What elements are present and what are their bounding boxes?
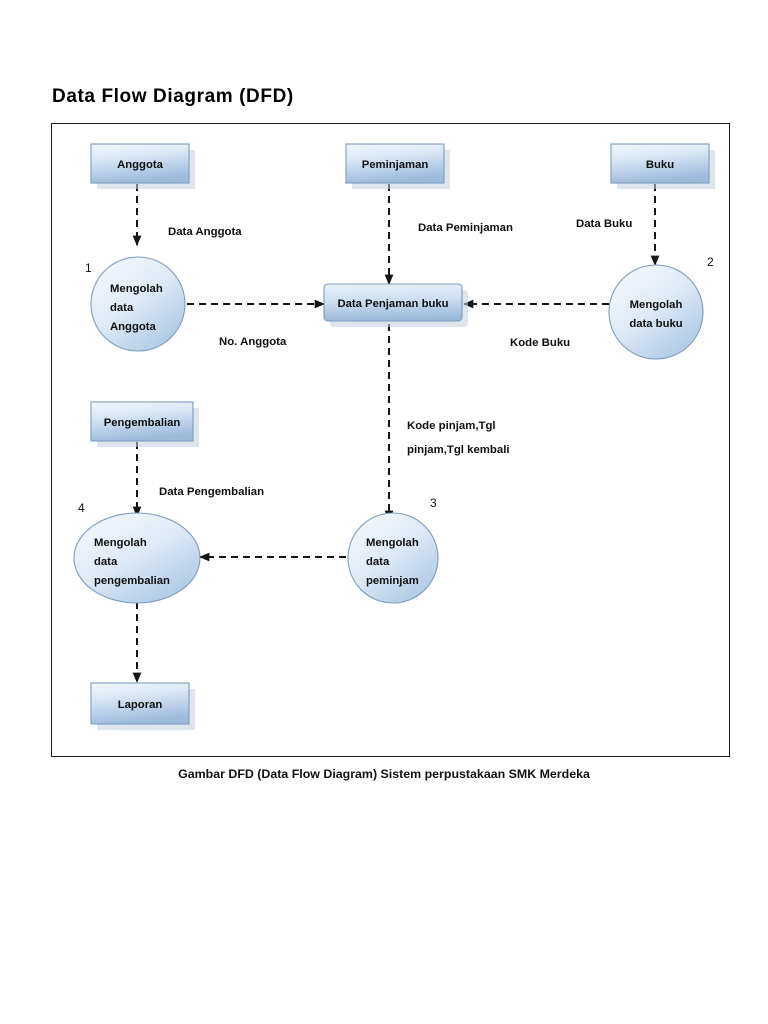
datastore-label: Data Penjaman buku [337,298,448,310]
flow-label-kode-buku: Kode Buku [510,337,570,349]
process-1-line-3: Anggota [110,321,157,333]
entity-pengembalian-label: Pengembalian [104,417,181,429]
diagram-frame: Anggota Peminjaman Buku Pengembalian [51,123,730,757]
process-2-line-2: data buku [629,318,682,330]
process-3-circle [347,512,439,604]
process-3-line-1: Mengolah [366,537,419,549]
datastore-box [323,283,463,322]
process-4-number: 4 [78,501,85,515]
figure-caption: Gambar DFD (Data Flow Diagram) Sistem pe… [178,767,590,781]
entity-pengembalian-box [90,401,194,442]
process-4-line-3: pengembalian [94,575,170,587]
flow-labels-group: Data Anggota Data Peminjaman Data Buku N… [159,218,632,498]
entity-laporan-label: Laporan [118,699,163,711]
process-1-line-2: data [110,302,134,314]
flow-label-data-peminjaman: Data Peminjaman [418,222,513,234]
entity-buku-label: Buku [646,159,674,171]
flow-label-kode-pinjam-line-1: Kode pinjam,Tgl [407,420,496,432]
dfd-diagram-canvas: Anggota Peminjaman Buku Pengembalian [73,143,715,730]
entity-anggota-box [90,143,190,184]
entity-anggota[interactable]: Anggota [90,143,195,189]
entity-buku[interactable]: Buku [610,143,715,189]
entity-laporan[interactable]: Laporan [90,682,195,730]
process-4[interactable]: 4 Mengolah data pengembalian [73,501,201,604]
process-2[interactable]: 2 Mengolah data buku [608,255,714,360]
process-3-line-2: data [366,556,390,568]
process-4-line-1: Mengolah [94,537,147,549]
entity-anggota-label: Anggota [117,159,164,171]
process-3-line-3: peminjam [366,575,419,587]
process-2-number: 2 [707,255,714,269]
process-3-number: 3 [430,496,437,510]
process-1-number: 1 [85,261,92,275]
entity-peminjaman[interactable]: Peminjaman [345,143,450,189]
process-2-circle [608,264,704,360]
flow-label-kode-pinjam-line-2: pinjam,Tgl kembali [407,444,510,456]
datastore-data-penjaman-buku[interactable]: Data Penjaman buku [323,283,468,327]
process-3[interactable]: 3 Mengolah data peminjam [347,496,439,604]
process-1-circle [90,256,186,352]
process-4-line-2: data [94,556,118,568]
process-1[interactable]: 1 Mengolah data Anggota [85,256,186,352]
flow-label-no-anggota: No. Anggota [219,336,287,348]
process-4-ellipse [73,512,201,604]
entity-pengembalian[interactable]: Pengembalian [90,401,199,447]
page-title: Data Flow Diagram (DFD) [52,86,294,107]
entity-laporan-box [90,682,190,725]
entity-peminjaman-label: Peminjaman [362,159,429,171]
entity-buku-box [610,143,710,184]
flow-lines-group [132,184,660,684]
flow-label-data-anggota: Data Anggota [168,226,242,238]
entity-peminjaman-box [345,143,445,184]
process-2-line-1: Mengolah [630,299,683,311]
flow-label-data-buku: Data Buku [576,218,632,230]
flow-label-data-pengembalian: Data Pengembalian [159,486,264,498]
process-1-line-1: Mengolah [110,283,163,295]
